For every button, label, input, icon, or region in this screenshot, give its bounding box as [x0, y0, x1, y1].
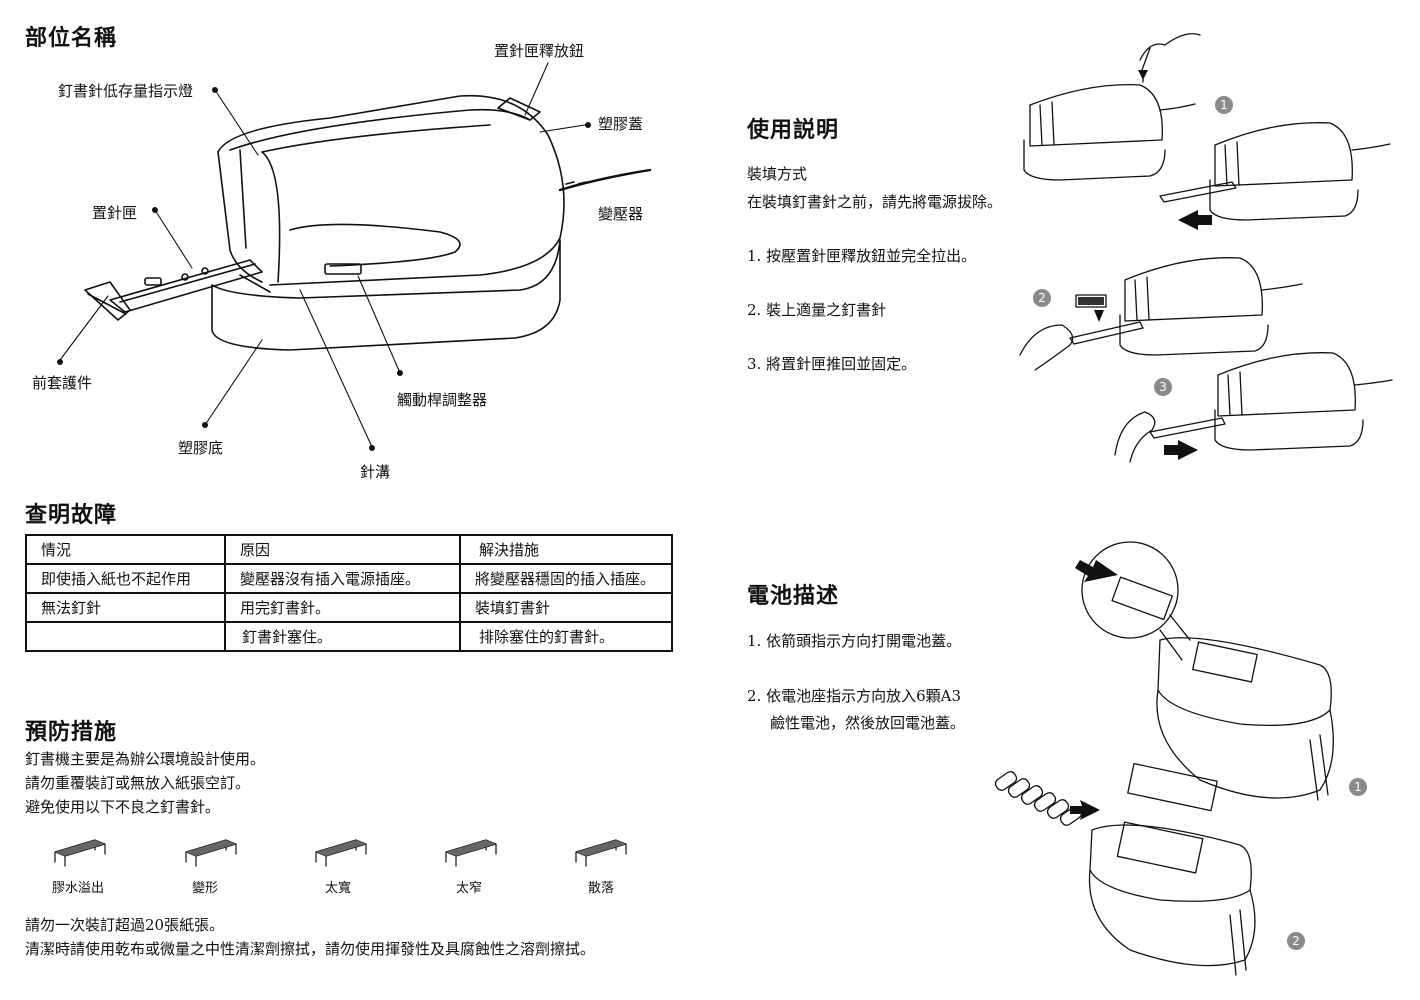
- table-cell: 變壓器沒有插入電源插座。: [224, 563, 461, 594]
- staple-fills: [55, 840, 626, 856]
- troubleshoot-title: 查明故障: [25, 503, 118, 528]
- parts-title: 部位名稱: [25, 26, 118, 51]
- table-cell: 即使插入紙也不起作用: [25, 563, 226, 594]
- staple-label: 膠水溢出: [52, 881, 105, 896]
- header-situation: 情況: [25, 534, 226, 565]
- header-cause: 原因: [224, 534, 461, 565]
- usage-step: 2. 裝上適量之釘書針: [747, 301, 887, 319]
- step-marker: 2: [1033, 289, 1051, 307]
- prevention-line: 避免使用以下不良之釘書針。: [25, 798, 221, 816]
- table-cell: 用完釘書針。: [224, 592, 461, 623]
- table-cell: [25, 621, 226, 652]
- prevention-footer: 清潔時請使用乾布或微量之中性清潔劑擦拭，請勿使用揮發性及具腐蝕性之溶劑擦拭。: [25, 940, 596, 958]
- battery-step: 1. 依箭頭指示方向打開電池蓋。: [747, 632, 962, 650]
- usage-step: 1. 按壓置針匣釋放鈕並完全拉出。: [747, 247, 977, 265]
- battery-illustrations: [994, 541, 1334, 976]
- leader-lines: [59, 62, 586, 448]
- table-cell: 裝填釘書針: [459, 592, 673, 623]
- step-marker: 1: [1215, 96, 1233, 114]
- table-cell: 無法釘針: [25, 592, 226, 623]
- label-plastic-base: 塑膠底: [178, 439, 224, 457]
- label-staple-groove: 針溝: [360, 463, 391, 481]
- leader-dots: [57, 87, 591, 451]
- table-cell: 排除塞住的釘書針。: [459, 621, 673, 652]
- table-row: 即使插入紙也不起作用 變壓器沒有插入電源插座。 將變壓器穩固的插入插座。: [25, 563, 673, 594]
- step-marker: 1: [1349, 778, 1367, 796]
- staple-label: 散落: [588, 881, 615, 896]
- staple-samples: [54, 839, 627, 867]
- battery-arrows: [1070, 560, 1118, 820]
- prevention-title: 預防措施: [25, 720, 118, 745]
- prevention-line: 請勿重覆裝訂或無放入紙張空訂。: [25, 774, 251, 792]
- usage-intro: 在裝填釘書針之前，請先將電源拔除。: [747, 193, 1003, 211]
- label-plastic-cover: 塑膠蓋: [598, 115, 644, 133]
- usage-arrows: [1078, 70, 1212, 460]
- table-header-row: 情況 原因 解決措施: [25, 534, 673, 565]
- staple-label: 太窄: [456, 881, 483, 896]
- battery-title: 電池描述: [747, 584, 840, 609]
- prevention-footer: 請勿一次裝訂超過20張紙張。: [25, 916, 225, 934]
- table-cell: 釘書針塞住。: [224, 621, 461, 652]
- battery-step: 2. 依電池座指示方向放入6顆A3: [747, 687, 962, 705]
- usage-title: 使用説明: [747, 118, 840, 143]
- troubleshoot-table: 情況 原因 解決措施 即使插入紙也不起作用 變壓器沒有插入電源插座。 將變壓器穩…: [25, 534, 673, 652]
- label-cartridge: 置針匣: [92, 204, 138, 222]
- staple-label: 變形: [192, 881, 219, 896]
- table-row: 無法釘針 用完釘書針。 裝填釘書針: [25, 592, 673, 623]
- label-front-guard: 前套護件: [32, 374, 93, 392]
- prevention-line: 釘書機主要是為辦公環境設計使用。: [25, 750, 266, 768]
- battery-step-continued: 鹼性電池，然後放回電池蓋。: [770, 714, 966, 732]
- label-release-button: 置針匣釋放鈕: [494, 42, 585, 60]
- step-marker: 2: [1287, 932, 1305, 950]
- label-low-indicator: 釘書針低存量指示燈: [58, 82, 194, 100]
- stapler-diagram: [84, 94, 652, 351]
- staple-label: 太寬: [325, 881, 352, 896]
- table-cell: 將變壓器穩固的插入插座。: [459, 563, 673, 594]
- usage-subtitle: 裝填方式: [747, 165, 808, 183]
- label-trigger-adjuster: 觸動桿調整器: [397, 391, 488, 409]
- table-row: 釘書針塞住。 排除塞住的釘書針。: [25, 621, 673, 652]
- usage-step: 3. 將置針匣推回並固定。: [747, 355, 917, 373]
- usage-illustrations: [1019, 33, 1393, 463]
- step-marker: 3: [1154, 378, 1172, 396]
- label-adapter: 變壓器: [598, 205, 644, 223]
- battery-cells: [994, 771, 1083, 826]
- header-solution: 解決措施: [459, 534, 673, 565]
